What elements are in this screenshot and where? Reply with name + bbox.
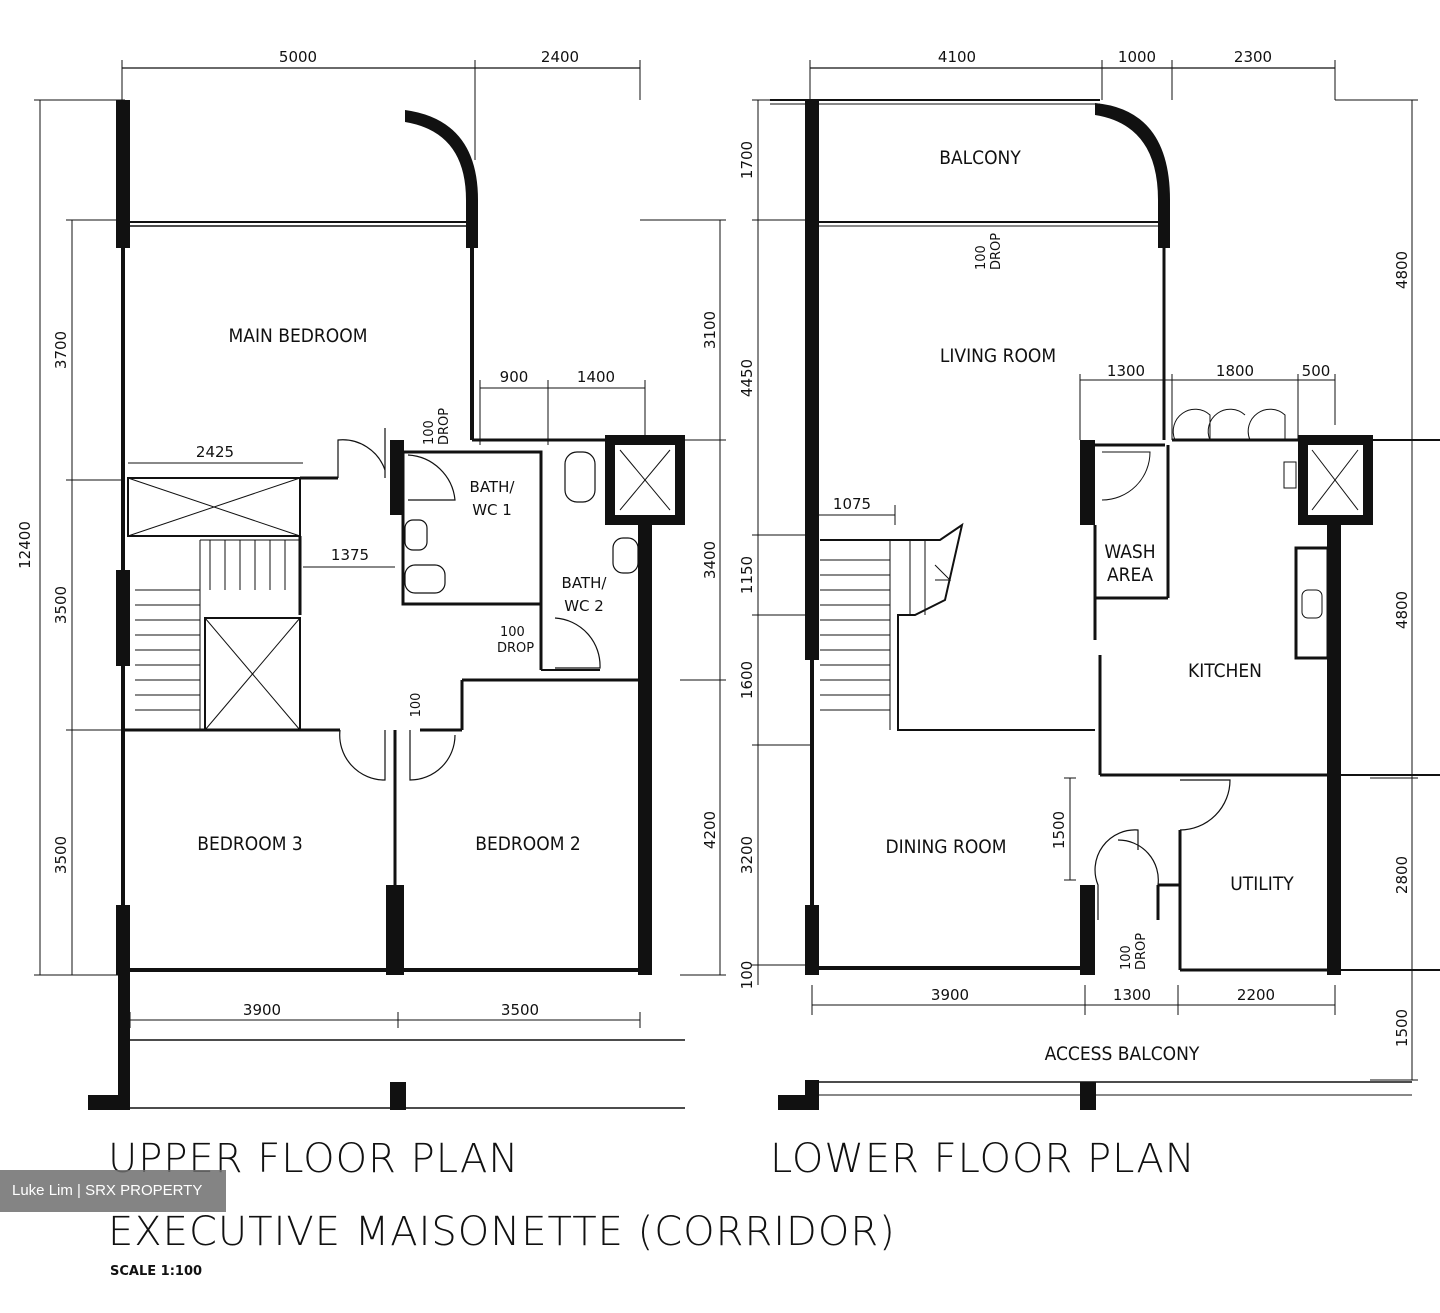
- dim-lower-bottom-3: 2200: [1237, 986, 1275, 1004]
- dim-lower-dining-vertical: 1500: [1050, 811, 1068, 849]
- drop-lower-2-label: DROP: [1134, 933, 1149, 970]
- dim-upper-bottom-2: 3500: [501, 1001, 539, 1019]
- dim-upper-top-2: 2400: [541, 48, 579, 66]
- dim-upper-inner-2: 1400: [577, 368, 615, 386]
- dim-lower-left-4: 1600: [738, 661, 756, 699]
- dim-lower-inner-3: 500: [1302, 362, 1331, 380]
- dim-lower-stair-width: 1075: [833, 495, 871, 513]
- room-wash-line1: WASH: [1104, 541, 1155, 563]
- dim-lower-left-5: 3200: [738, 836, 756, 874]
- room-bedroom-3: BEDROOM 3: [197, 833, 303, 855]
- dim-lower-top-3: 2300: [1234, 48, 1272, 66]
- room-wash-line2: AREA: [1107, 564, 1153, 586]
- dim-lower-left-6: 100: [738, 961, 756, 990]
- room-dining: DINING ROOM: [885, 836, 1006, 858]
- dim-lower-top-2: 1000: [1118, 48, 1156, 66]
- room-bath2-line2: WC 2: [564, 597, 604, 615]
- dim-upper-right-3: 4200: [701, 811, 719, 849]
- dim-lower-right-3: 2800: [1393, 856, 1411, 894]
- dim-lower-inner-1: 1300: [1107, 362, 1145, 380]
- dim-upper-top-1: 5000: [279, 48, 317, 66]
- drop-lower-1-label: DROP: [989, 233, 1004, 270]
- dim-upper-left-3: 3500: [52, 836, 70, 874]
- dim-lower-bottom-2: 1300: [1113, 986, 1151, 1004]
- dim-upper-left-2: 3500: [52, 586, 70, 624]
- room-kitchen: KITCHEN: [1188, 660, 1262, 682]
- lower-floor-plan: 4100 1000 2300 1700 4450 1150 1600 3200 …: [738, 48, 1440, 1110]
- room-bedroom-2: BEDROOM 2: [475, 833, 581, 855]
- room-access-balcony: ACCESS BALCONY: [1045, 1043, 1200, 1065]
- dim-upper-stair-width: 2425: [196, 443, 234, 461]
- subtitle-unit-type: EXECUTIVE MAISONETTE (CORRIDOR): [108, 1209, 896, 1255]
- dim-upper-corridor-width: 1375: [331, 546, 369, 564]
- drop-lower-2-value: 100: [1119, 945, 1134, 970]
- scale-label: SCALE 1:100: [110, 1264, 202, 1279]
- dim-upper-right-2: 3400: [701, 541, 719, 579]
- room-living: LIVING ROOM: [940, 345, 1056, 367]
- room-balcony: BALCONY: [939, 147, 1021, 169]
- dim-lower-left-1: 1700: [738, 141, 756, 179]
- dim-upper-right-1: 3100: [701, 311, 719, 349]
- dim-lower-top-1: 4100: [938, 48, 976, 66]
- drop-upper-2-label: DROP: [497, 641, 534, 656]
- room-bath2-line1: BATH/: [562, 574, 608, 592]
- upper-floor-plan: 5000 2400 12400 3700 3500 3500 3100 3400…: [16, 48, 726, 1110]
- dim-lower-inner-2: 1800: [1216, 362, 1254, 380]
- dim-lower-left-2: 4450: [738, 359, 756, 397]
- room-bath1-line2: WC 1: [472, 501, 512, 519]
- room-utility: UTILITY: [1230, 873, 1294, 895]
- dim-upper-bottom-1: 3900: [243, 1001, 281, 1019]
- drop-upper-2-value: 100: [500, 625, 525, 640]
- dim-lower-right-2: 4800: [1393, 591, 1411, 629]
- watermark-label: Luke Lim | SRX PROPERTY: [0, 1170, 226, 1212]
- room-bath1-line1: BATH/: [470, 478, 516, 496]
- drop-lower-1-value: 100: [974, 245, 989, 270]
- drop-upper-1-value: 100: [422, 420, 437, 445]
- room-main-bedroom: MAIN BEDROOM: [229, 325, 368, 347]
- dim-upper-left-1: 3700: [52, 331, 70, 369]
- dim-upper-left-total: 12400: [16, 521, 34, 569]
- dim-upper-inner-1: 900: [500, 368, 529, 386]
- dim-lower-left-3: 1150: [738, 556, 756, 594]
- dim-lower-right-4: 1500: [1393, 1009, 1411, 1047]
- dim-lower-right-1: 4800: [1393, 251, 1411, 289]
- drop-upper-1-label: DROP: [437, 408, 452, 445]
- drop-upper-3-value: 100: [409, 693, 424, 718]
- title-lower-floor-plan: LOWER FLOOR PLAN: [770, 1136, 1196, 1182]
- dim-lower-bottom-1: 3900: [931, 986, 969, 1004]
